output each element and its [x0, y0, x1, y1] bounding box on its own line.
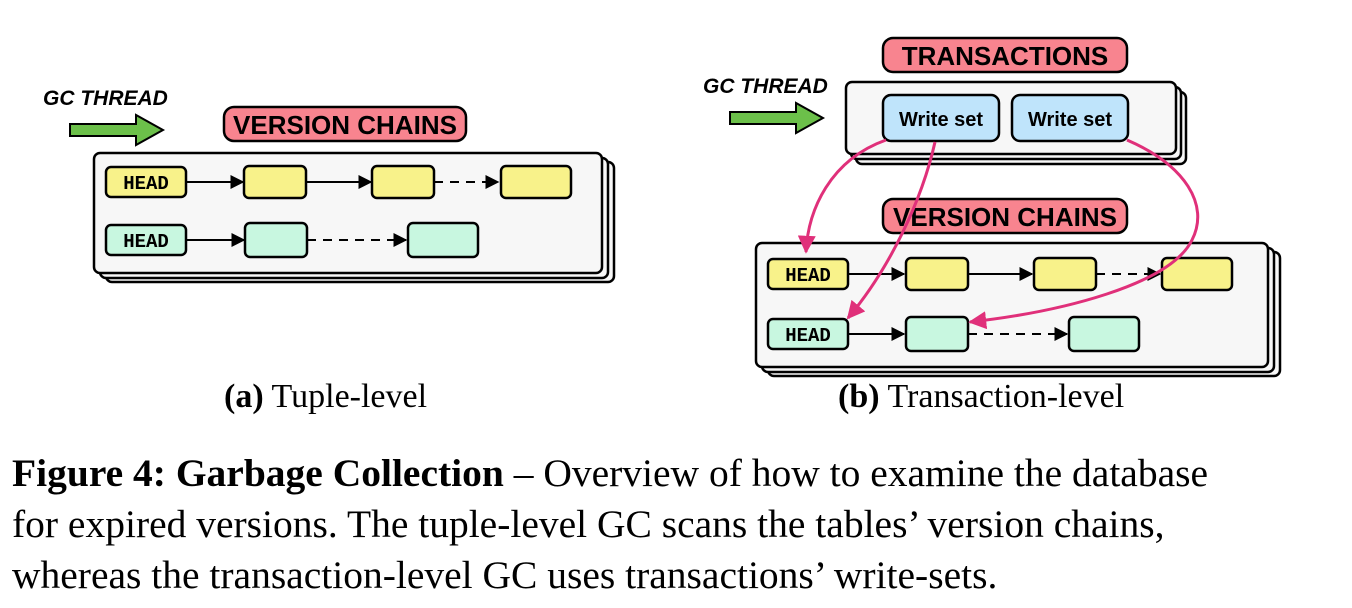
transactions-label: TRANSACTIONS [902, 41, 1109, 71]
caption-line-1: Figure 4: Garbage Collection – Overview … [12, 448, 1342, 499]
gc-thread-label: GC THREAD [43, 87, 168, 110]
version-chains-label: VERSION CHAINS [233, 110, 457, 140]
head-label: HEAD [123, 173, 169, 195]
gc-thread-arrow-icon [69, 113, 166, 147]
version-box [1032, 256, 1098, 292]
gc-thread-arrow-icon [729, 101, 826, 135]
subcaption-a: (a) Tuple-level [224, 378, 427, 416]
caption-line-1-rest: – Overview of how to examine the databas… [503, 451, 1209, 495]
head-label: HEAD [123, 231, 169, 253]
gc-diagram: GC THREAD VERSION CHAINS HEAD HEAD GC TH… [43, 36, 1282, 378]
version-box [1067, 315, 1141, 353]
version-box [406, 221, 480, 259]
subcaption-a-title: Tuple-level [271, 378, 428, 415]
write-set-box [1010, 93, 1130, 143]
version-chains-label: VERSION CHAINS [893, 202, 1117, 232]
version-box [242, 164, 308, 200]
version-box [1160, 256, 1234, 292]
write-set-label: Write set [1028, 109, 1112, 131]
figure-caption: Figure 4: Garbage Collection – Overview … [12, 448, 1342, 601]
version-box [904, 256, 970, 292]
figure-label: Figure 4: Garbage Collection [12, 451, 504, 495]
version-box [499, 164, 573, 200]
subcaption-b-title: Transaction-level [887, 378, 1125, 415]
transactions-tag [881, 36, 1129, 74]
write-set-pointer-arrow [797, 138, 887, 254]
head-label: HEAD [785, 265, 831, 287]
write-set-box [881, 93, 1001, 143]
write-set-pointer-arrow [846, 141, 937, 320]
version-chains-tag [881, 197, 1129, 235]
write-set-label: Write set [899, 109, 983, 131]
caption-line-3: whereas the transaction-level GC uses tr… [12, 553, 998, 597]
version-box [904, 315, 970, 353]
version-box [370, 164, 436, 200]
subcaption-a-label: (a) [224, 378, 264, 415]
version-chains-tag [222, 105, 468, 143]
version-box [243, 221, 309, 259]
panel-a: GC THREAD VERSION CHAINS HEAD HEAD [43, 87, 616, 284]
panel-b: GC THREAD TRANSACTIONS Write set Write s… [703, 36, 1282, 378]
subcaption-b: (b) Transaction-level [838, 378, 1124, 416]
subcaption-b-label: (b) [838, 378, 880, 415]
write-set-pointer-arrow [968, 138, 1200, 330]
caption-line-2: for expired versions. The tuple-level GC… [12, 502, 1165, 546]
head-label: HEAD [785, 325, 831, 347]
gc-thread-label: GC THREAD [703, 75, 828, 98]
